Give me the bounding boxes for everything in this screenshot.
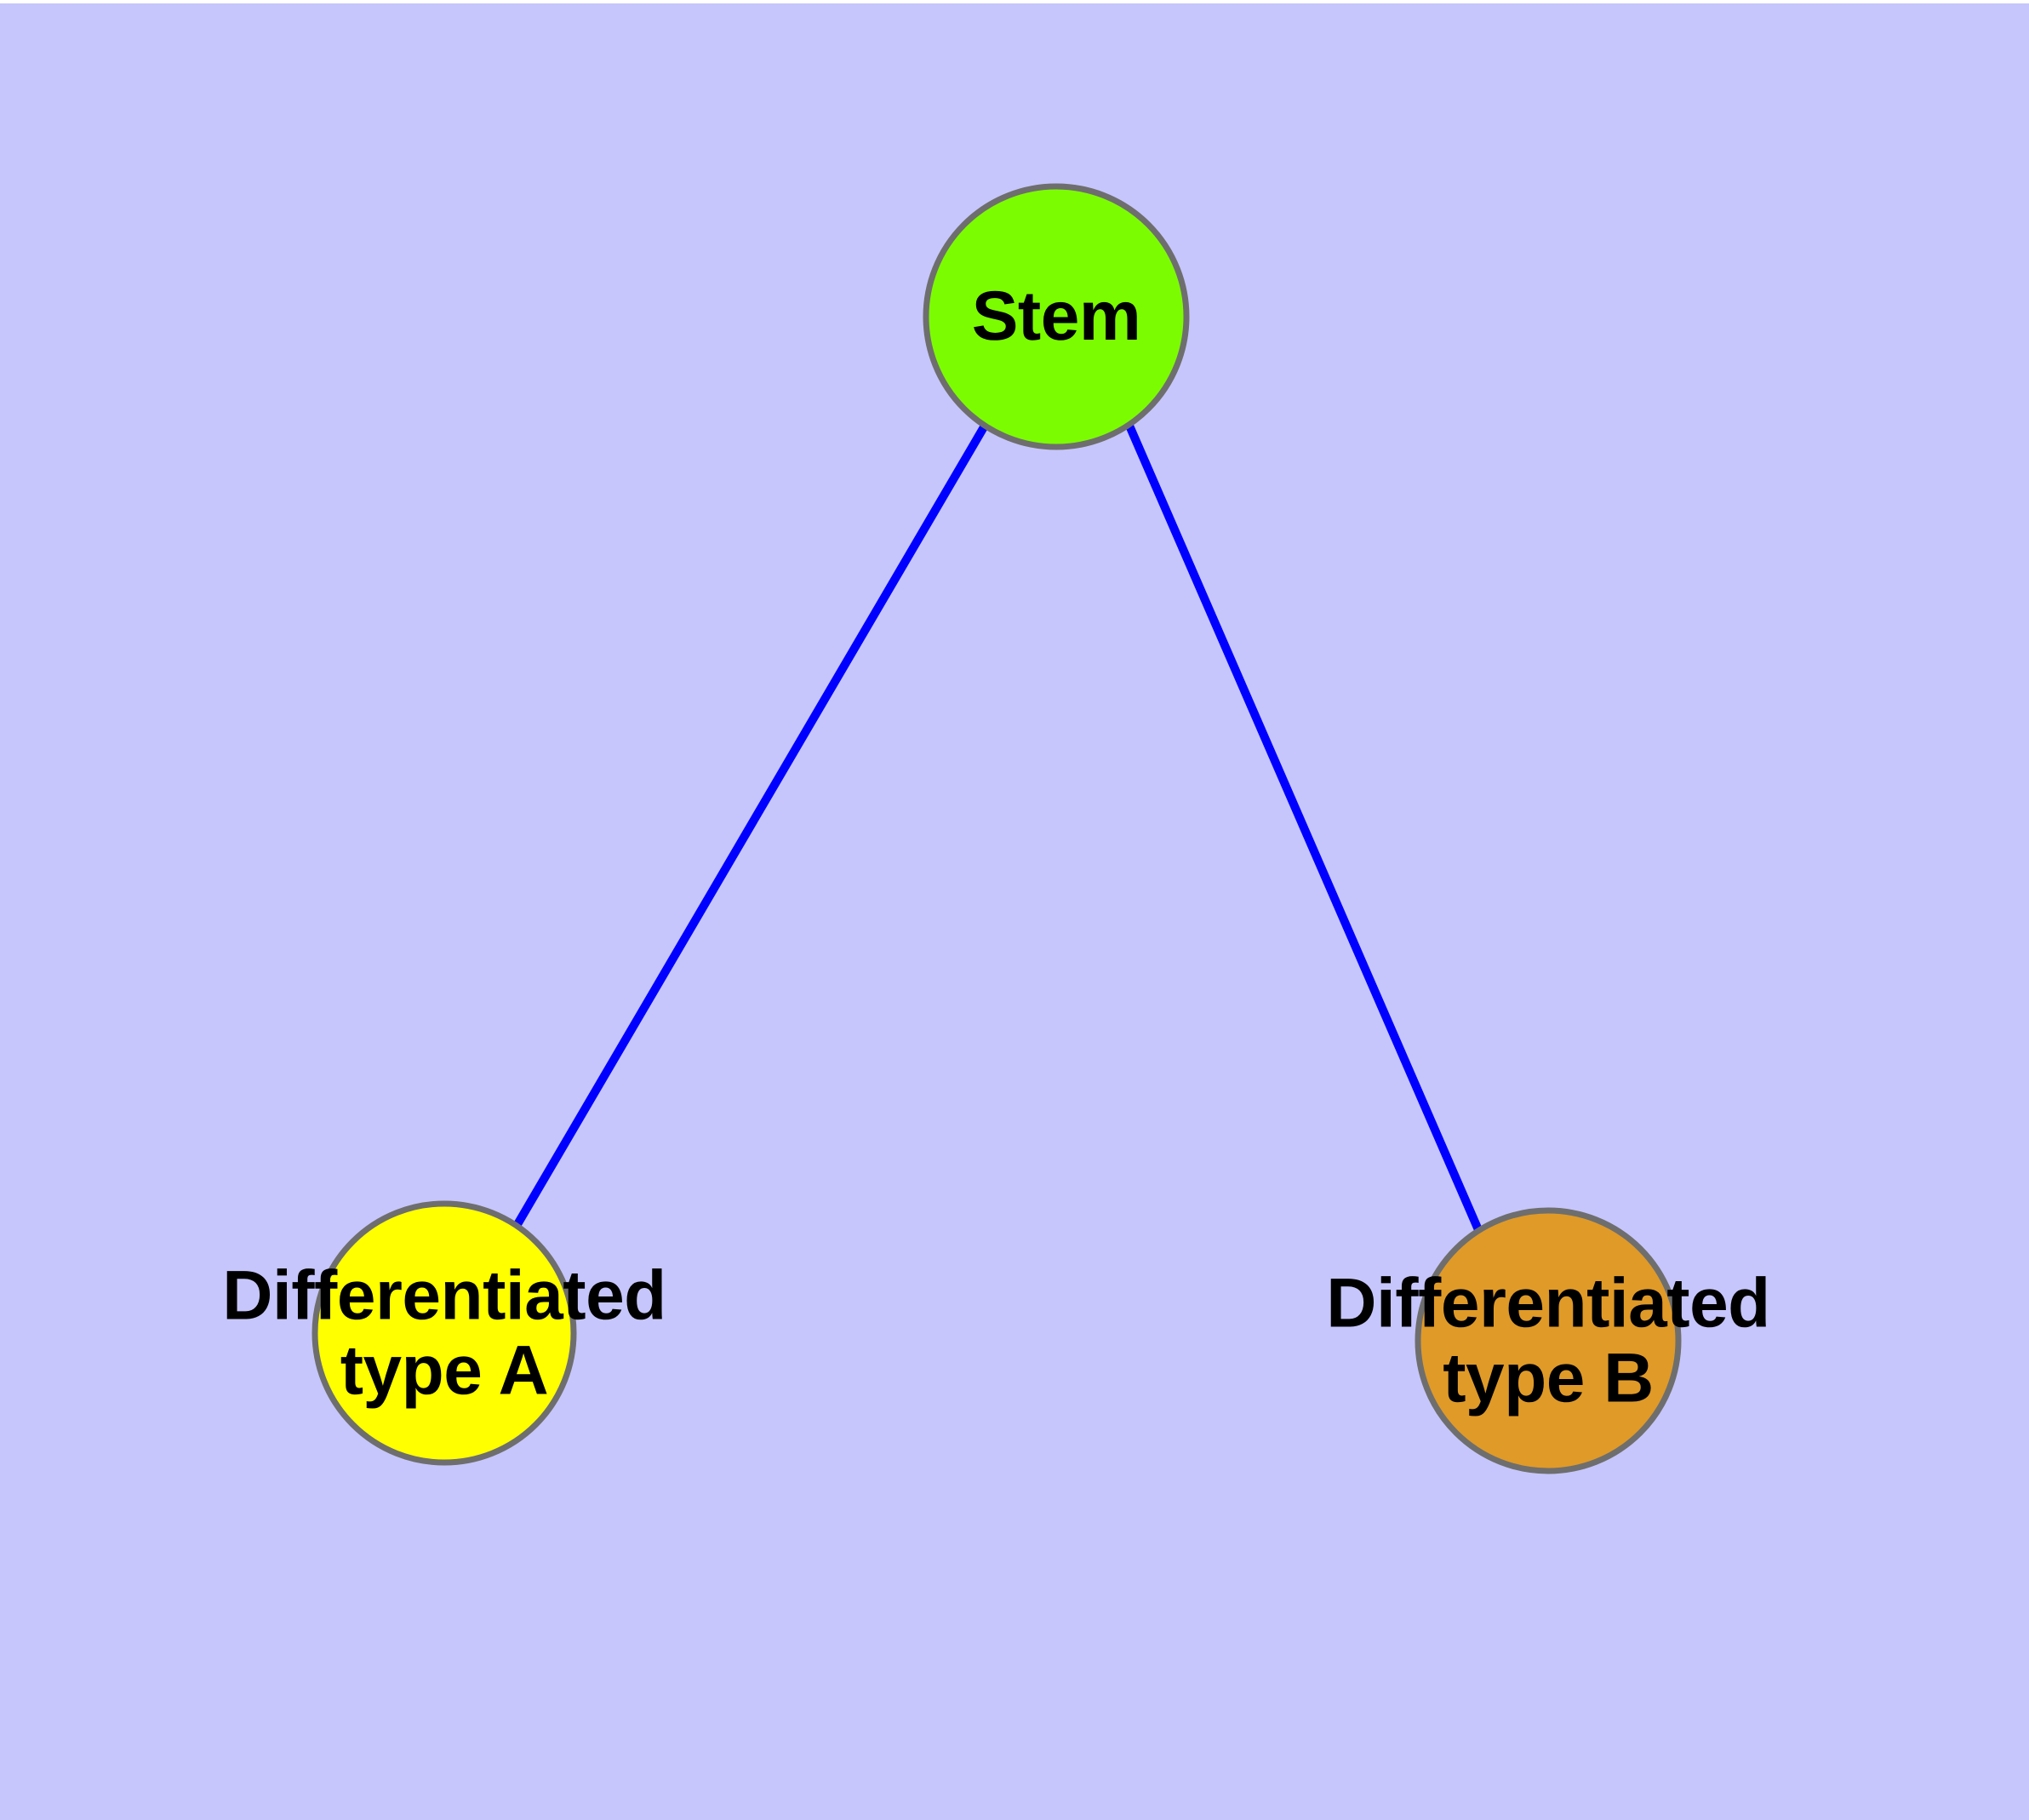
- graph-node-stem[interactable]: [923, 183, 1190, 450]
- graph-node-diff_b[interactable]: [1415, 1207, 1682, 1474]
- graph-node-diff_a[interactable]: [311, 1200, 577, 1466]
- edge-layer: [512, 423, 1483, 1233]
- graph-edge-stem-diff_a[interactable]: [512, 423, 989, 1228]
- node-layer: [311, 183, 1682, 1474]
- graph-edge-stem-diff_b[interactable]: [1125, 424, 1483, 1233]
